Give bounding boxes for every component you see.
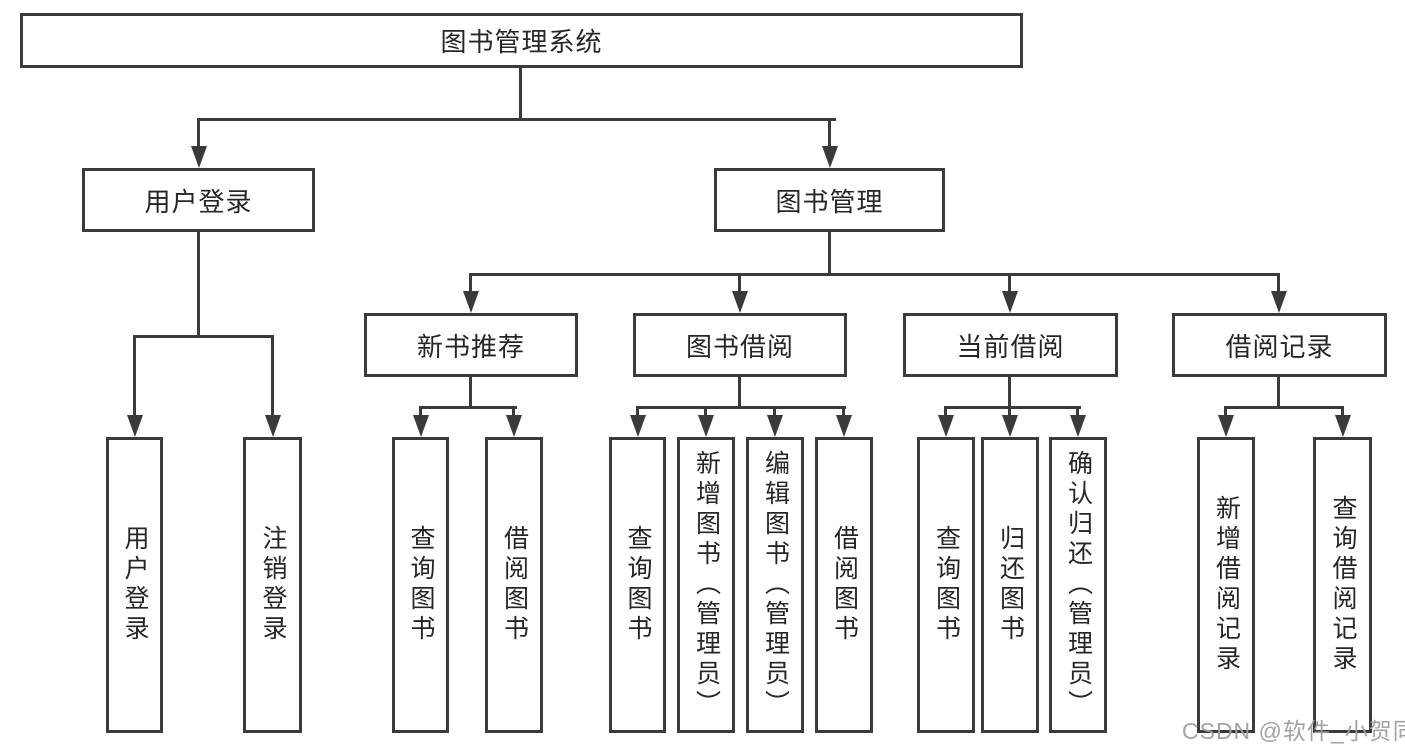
node-label: 图书借阅 <box>685 331 794 362</box>
node-user-login: 用户登录 <box>82 168 315 232</box>
leaf-label: 归还图书 <box>996 525 1025 645</box>
connector-line <box>419 406 422 418</box>
arrow-down-icon <box>1334 415 1351 437</box>
watermark: CSDN @软件_小贺同学 <box>1182 718 1405 744</box>
leaf-return-book: 归还图书 <box>981 437 1039 733</box>
arrow-down-icon <box>1218 415 1234 437</box>
connector-line <box>828 232 831 276</box>
leaf-label: 查询图书 <box>932 525 961 645</box>
leaf-add-borrow-record: 新增借阅记录 <box>1197 437 1255 733</box>
connector-line <box>1076 406 1079 418</box>
connector-line <box>944 406 947 418</box>
node-label: 用户登录 <box>144 186 253 217</box>
arrow-down-icon <box>191 146 207 168</box>
connector-line <box>944 406 1081 409</box>
connector-line <box>469 273 1280 276</box>
node-label: 当前借阅 <box>956 331 1065 362</box>
connector-line <box>1008 377 1011 409</box>
node-book-borrowing: 图书借阅 <box>633 313 847 377</box>
leaf-label: 查询图书 <box>624 525 652 645</box>
connector-line <box>636 406 639 418</box>
connector-line <box>842 406 845 418</box>
leaf-label: 用户登录 <box>121 525 149 645</box>
node-library-system: 图书管理系统 <box>20 13 1023 68</box>
connector-line <box>1277 273 1280 295</box>
connector-line <box>512 406 515 418</box>
node-new-book-recommend: 新书推荐 <box>364 313 578 377</box>
connector-line <box>197 118 200 152</box>
connector-line <box>704 406 707 418</box>
connector-line <box>197 118 836 121</box>
connector-line <box>469 273 472 295</box>
arrow-down-icon <box>1002 415 1018 437</box>
arrow-down-icon <box>1002 291 1018 313</box>
leaf-label: 查询图书 <box>407 525 435 645</box>
arrow-down-icon <box>938 415 954 437</box>
arrow-down-icon <box>412 415 429 437</box>
connector-line <box>1008 406 1011 418</box>
arrow-down-icon <box>126 415 143 437</box>
connector-line <box>133 335 136 419</box>
connector-line <box>636 406 846 409</box>
connector-line <box>738 273 741 295</box>
leaf-logout: 注销登录 <box>243 437 302 733</box>
arrow-down-icon <box>1271 291 1287 313</box>
leaf-edit-book-admin: 编辑图书（管理员） <box>746 437 804 733</box>
node-label: 借阅记录 <box>1225 331 1334 362</box>
connector-line <box>1277 377 1280 409</box>
connector-line <box>1008 273 1011 295</box>
arrow-down-icon <box>264 415 281 437</box>
leaf-label: 确认归还（管理员） <box>1064 450 1093 720</box>
arrow-down-icon <box>463 291 479 313</box>
arrow-down-icon <box>1070 415 1086 437</box>
node-label: 图书管理 <box>775 186 884 217</box>
arrow-down-icon <box>629 415 646 437</box>
leaf-label: 新增借阅记录 <box>1212 495 1241 675</box>
leaf-query-books-1: 查询图书 <box>392 437 449 733</box>
leaf-label: 借阅图书 <box>500 525 529 645</box>
arrow-down-icon <box>698 415 714 437</box>
connector-line <box>519 68 522 121</box>
arrow-down-icon <box>822 146 838 168</box>
arrow-down-icon <box>767 415 783 437</box>
leaf-label: 借阅图书 <box>830 525 859 645</box>
node-label: 新书推荐 <box>416 331 525 362</box>
arrow-down-icon <box>836 415 852 437</box>
arrow-down-icon <box>506 415 522 437</box>
leaf-borrow-books-2: 借阅图书 <box>815 437 873 733</box>
connector-line <box>1224 406 1227 418</box>
leaf-label: 查询借阅记录 <box>1329 495 1357 675</box>
arrow-down-icon <box>732 291 748 313</box>
connector-line <box>271 335 274 419</box>
leaf-label: 新增图书（管理员） <box>692 450 721 720</box>
leaf-user-login: 用户登录 <box>106 437 163 733</box>
connector-line <box>1341 406 1344 418</box>
connector-line <box>469 377 472 409</box>
leaf-add-book-admin: 新增图书（管理员） <box>677 437 735 733</box>
leaf-confirm-return-admin: 确认归还（管理员） <box>1049 437 1107 733</box>
node-label: 图书管理系统 <box>440 27 603 57</box>
connector-line <box>828 118 831 152</box>
leaf-label: 注销登录 <box>259 525 287 645</box>
connector-line <box>133 335 274 338</box>
node-borrow-records: 借阅记录 <box>1172 313 1387 377</box>
leaf-query-borrow-record: 查询借阅记录 <box>1313 437 1372 733</box>
connector-line <box>773 406 776 418</box>
leaf-label: 编辑图书（管理员） <box>761 450 790 720</box>
node-book-management: 图书管理 <box>714 168 945 232</box>
connector-line <box>419 406 517 409</box>
connector-line <box>738 377 741 409</box>
leaf-borrow-books-1: 借阅图书 <box>485 437 543 733</box>
connector-line <box>197 232 200 338</box>
leaf-query-books-3: 查询图书 <box>917 437 975 733</box>
connector-line <box>1224 406 1344 409</box>
leaf-query-books-2: 查询图书 <box>609 437 666 733</box>
node-current-borrowing: 当前借阅 <box>903 313 1118 377</box>
